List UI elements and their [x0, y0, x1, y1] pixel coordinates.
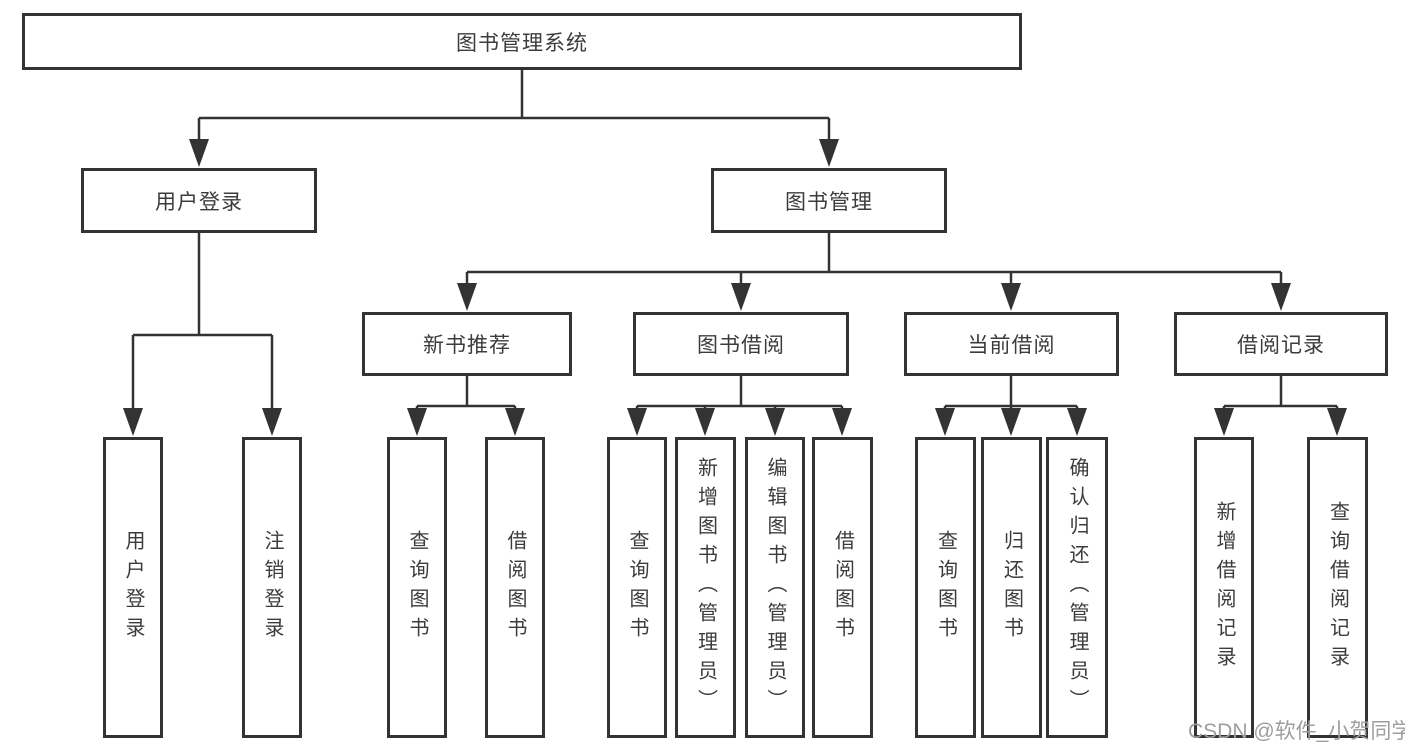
node-book-mgmt: 图书管理: [711, 168, 947, 233]
node-leaf-query-record: 查询借阅记录: [1307, 437, 1368, 738]
arrow-to-leaf-query-book-3: [935, 408, 955, 436]
arrow-to-leaf-edit-book: [765, 408, 785, 436]
node-root: 图书管理系统: [22, 13, 1022, 70]
arrow-to-user-login: [189, 139, 209, 167]
arrow-to-leaf-logout: [262, 408, 282, 436]
node-leaf-query-book-3: 查询图书: [915, 437, 976, 738]
node-book-mgmt-label: 图书管理: [785, 190, 873, 214]
node-leaf-edit-book: 编辑图书（管理员）: [745, 437, 805, 738]
arrow-to-leaf-query-record: [1327, 408, 1347, 436]
leaf-label: 新增借阅记录: [1213, 500, 1235, 675]
arrow-to-new-book-rec: [457, 283, 477, 311]
leaf-label: 确认归还（管理员）: [1066, 457, 1088, 718]
arrow-to-borrow-records: [1271, 283, 1291, 311]
arrow-to-book-mgmt: [819, 139, 839, 167]
leaf-label: 查询图书: [406, 529, 428, 646]
node-borrow-records-label: 借阅记录: [1237, 334, 1325, 357]
leaf-label: 归还图书: [1000, 529, 1023, 646]
node-current-borrow-label: 当前借阅: [967, 334, 1056, 357]
leaf-label: 查询图书: [934, 529, 957, 646]
leaf-label: 用户登录: [122, 529, 144, 646]
arrow-to-leaf-add-record: [1214, 408, 1234, 436]
csdn-watermark: CSDN @软件_小贺同学: [1188, 720, 1405, 743]
arrow-to-leaf-query-book-2: [627, 408, 647, 436]
node-user-login-label: 用户登录: [155, 190, 243, 214]
node-current-borrow: 当前借阅: [904, 312, 1119, 376]
leaf-label: 查询图书: [626, 529, 648, 646]
arrow-to-leaf-user-login: [123, 408, 143, 436]
node-new-book-rec: 新书推荐: [362, 312, 572, 376]
node-borrow-records: 借阅记录: [1174, 312, 1388, 376]
node-book-borrow-label: 图书借阅: [697, 334, 785, 357]
node-leaf-query-book-2: 查询图书: [607, 437, 667, 738]
node-leaf-confirm-return: 确认归还（管理员）: [1046, 437, 1108, 738]
node-new-book-rec-label: 新书推荐: [423, 334, 511, 357]
arrow-to-leaf-return-book: [1001, 408, 1021, 436]
arrow-to-leaf-borrow-book-2: [832, 408, 852, 436]
node-leaf-query-book-1: 查询图书: [387, 437, 447, 738]
leaf-label: 注销登录: [261, 529, 283, 646]
node-leaf-add-book: 新增图书（管理员）: [675, 437, 736, 738]
arrow-to-leaf-add-book: [695, 408, 715, 436]
node-book-borrow: 图书借阅: [633, 312, 849, 376]
node-leaf-user-login: 用户登录: [103, 437, 163, 738]
leaf-label: 查询借阅记录: [1326, 500, 1349, 675]
leaf-label: 新增图书（管理员）: [694, 457, 717, 718]
arrow-to-leaf-query-book-1: [407, 408, 427, 436]
leaf-label: 借阅图书: [504, 529, 526, 646]
node-leaf-borrow-book-2: 借阅图书: [812, 437, 873, 738]
arrow-to-leaf-confirm-return: [1067, 408, 1087, 436]
arrowheads: [123, 139, 1347, 436]
arrow-to-book-borrow: [731, 283, 751, 311]
leaf-label: 编辑图书（管理员）: [764, 457, 786, 718]
arrow-to-current-borrow: [1001, 283, 1021, 311]
node-leaf-add-record: 新增借阅记录: [1194, 437, 1254, 738]
node-user-login: 用户登录: [81, 168, 317, 233]
leaf-label: 借阅图书: [831, 529, 854, 646]
node-root-label: 图书管理系统: [456, 31, 588, 55]
arrow-to-leaf-borrow-book-1: [505, 408, 525, 436]
node-leaf-logout: 注销登录: [242, 437, 302, 738]
node-leaf-borrow-book-1: 借阅图书: [485, 437, 545, 738]
node-leaf-return-book: 归还图书: [981, 437, 1042, 738]
